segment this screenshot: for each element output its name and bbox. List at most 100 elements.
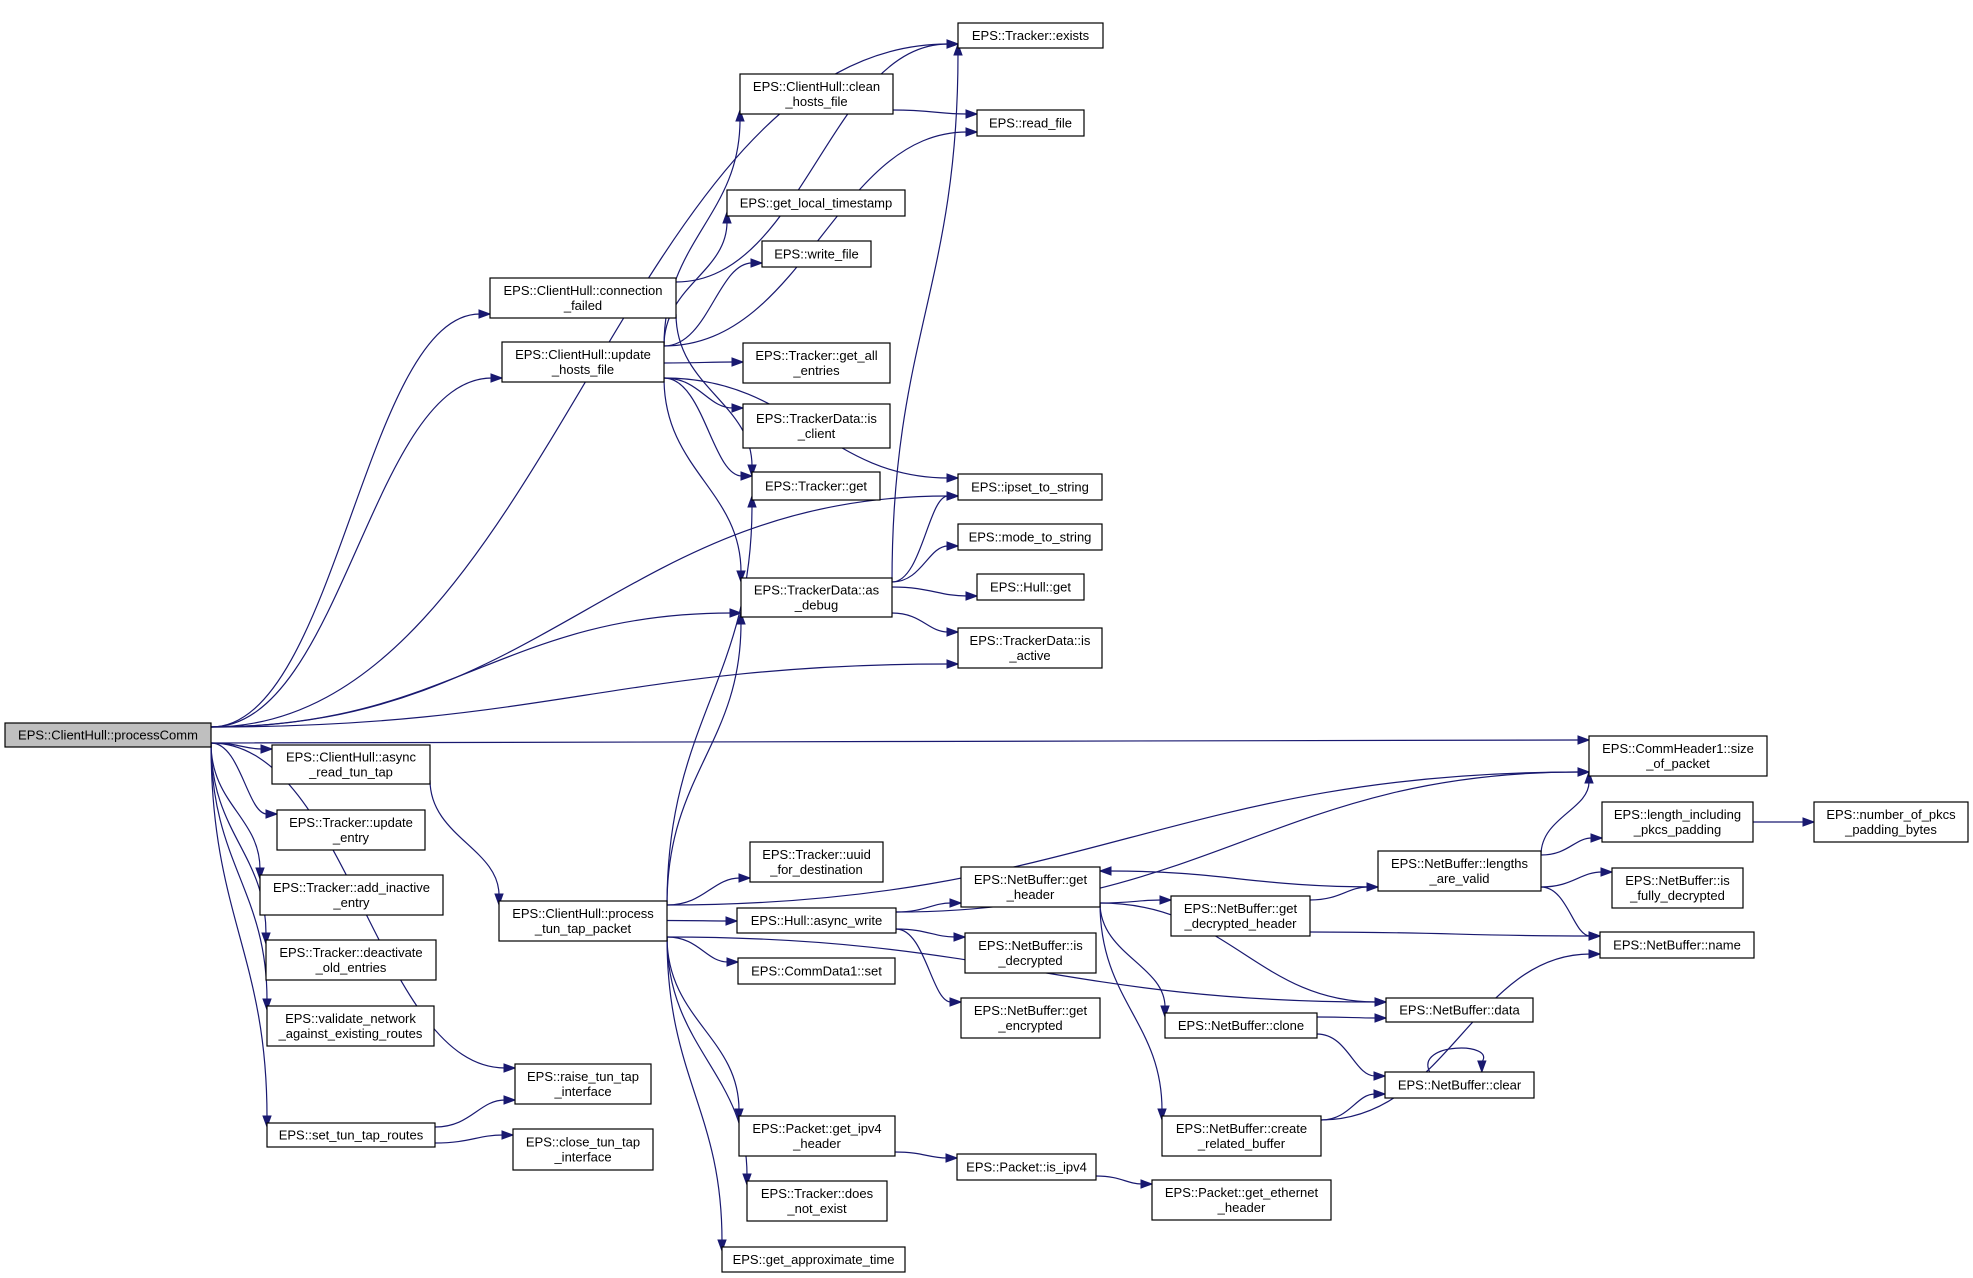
node-does-not-exist[interactable]: EPS::Tracker::does_not_exist xyxy=(746,1180,888,1222)
node-box[interactable] xyxy=(1164,1012,1318,1039)
node-box[interactable] xyxy=(956,1153,1097,1181)
node-hull-async-write[interactable]: EPS::Hull::async_write xyxy=(736,907,897,934)
node-update-hosts-file[interactable]: EPS::ClientHull::update_hosts_file xyxy=(501,341,665,383)
node-mode-to-string[interactable]: EPS::mode_to_string xyxy=(957,523,1103,551)
node-get-approximate-time[interactable]: EPS::get_approximate_time xyxy=(721,1246,906,1273)
node-box[interactable] xyxy=(976,573,1085,601)
arrowhead-icon xyxy=(501,1130,515,1140)
node-raise-tun-tap[interactable]: EPS::raise_tun_tap_interface xyxy=(514,1063,652,1105)
node-uuid-for-destination[interactable]: EPS::Tracker::uuid_for_destination xyxy=(749,841,884,883)
node-box[interactable] xyxy=(265,939,437,981)
node-process-tun-tap-packet[interactable]: EPS::ClientHull::process_tun_tap_packet xyxy=(498,900,668,942)
node-box[interactable] xyxy=(739,73,894,115)
node-nb-get-encrypted[interactable]: EPS::NetBuffer::get_encrypted xyxy=(960,997,1101,1039)
node-nb-data[interactable]: EPS::NetBuffer::data xyxy=(1385,997,1534,1023)
node-box[interactable] xyxy=(1611,867,1744,909)
node-box[interactable] xyxy=(746,1180,888,1222)
edge-line xyxy=(663,377,742,573)
node-nb-create-related-buffer[interactable]: EPS::NetBuffer::create_related_buffer xyxy=(1161,1115,1322,1157)
node-box[interactable] xyxy=(1377,850,1542,892)
node-box[interactable] xyxy=(1601,801,1754,843)
node-nb-get-decrypted-header[interactable]: EPS::NetBuffer::get_decrypted_header xyxy=(1170,895,1311,937)
node-async-read-tun-tap[interactable]: EPS::ClientHull::async_read_tun_tap xyxy=(271,744,431,785)
node-read-file[interactable]: EPS::read_file xyxy=(976,109,1085,137)
node-box[interactable] xyxy=(964,932,1097,974)
node-deactivate-old-entries[interactable]: EPS::Tracker::deactivate_old_entries xyxy=(265,939,437,981)
arrowhead-icon xyxy=(1600,867,1614,877)
node-close-tun-tap[interactable]: EPS::close_tun_tap_interface xyxy=(512,1128,654,1171)
node-validate-network[interactable]: EPS::validate_network_against_existing_r… xyxy=(266,1005,435,1047)
node-box[interactable] xyxy=(1151,1179,1332,1221)
node-nb-name[interactable]: EPS::NetBuffer::name xyxy=(1599,931,1755,959)
node-box[interactable] xyxy=(721,1246,906,1273)
node-box[interactable] xyxy=(259,874,444,916)
node-update-entry[interactable]: EPS::Tracker::update_entry xyxy=(276,809,426,851)
node-box[interactable] xyxy=(960,866,1101,908)
node-nb-lengths-are-valid[interactable]: EPS::NetBuffer::lengths_are_valid xyxy=(1377,850,1542,892)
node-label: EPS::Tracker::uuid xyxy=(762,847,871,862)
node-write-file[interactable]: EPS::write_file xyxy=(761,240,872,268)
node-nb-is-decrypted[interactable]: EPS::NetBuffer::is_decrypted xyxy=(964,932,1097,974)
node-add-inactive-entry[interactable]: EPS::Tracker::add_inactive_entry xyxy=(259,874,444,916)
node-box[interactable] xyxy=(957,523,1103,551)
node-box[interactable] xyxy=(957,627,1103,669)
node-ipset-to-string[interactable]: EPS::ipset_to_string xyxy=(957,473,1103,501)
node-box[interactable] xyxy=(976,109,1085,137)
node-box[interactable] xyxy=(514,1063,652,1105)
node-connection-failed[interactable]: EPS::ClientHull::connection_failed xyxy=(489,277,677,319)
node-length-including-pkcs[interactable]: EPS::length_including_pkcs_padding xyxy=(1601,801,1754,843)
node-box[interactable] xyxy=(489,277,677,319)
node-get-local-timestamp[interactable]: EPS::get_local_timestamp xyxy=(726,189,906,217)
node-box[interactable] xyxy=(751,471,881,501)
node-box[interactable] xyxy=(957,22,1104,49)
node-box[interactable] xyxy=(742,403,891,449)
node-box[interactable] xyxy=(498,900,668,942)
node-box[interactable] xyxy=(738,1115,896,1157)
node-box[interactable] xyxy=(1161,1115,1322,1157)
node-box[interactable] xyxy=(512,1128,654,1171)
node-number-of-pkcs[interactable]: EPS::number_of_pkcs_padding_bytes xyxy=(1813,801,1969,843)
node-box[interactable] xyxy=(266,1005,435,1047)
node-commdata1-set[interactable]: EPS::CommData1::set xyxy=(737,957,896,985)
node-box[interactable] xyxy=(1588,735,1768,777)
node-box[interactable] xyxy=(1813,801,1969,843)
node-clean-hosts-file[interactable]: EPS::ClientHull::clean_hosts_file xyxy=(739,73,894,115)
edges-layer xyxy=(210,39,1816,1253)
node-box[interactable] xyxy=(960,997,1101,1039)
node-processComm[interactable]: EPS::ClientHull::processComm xyxy=(4,722,212,748)
node-box[interactable] xyxy=(726,189,906,217)
node-nb-clone[interactable]: EPS::NetBuffer::clone xyxy=(1164,1012,1318,1039)
node-box[interactable] xyxy=(1170,895,1311,937)
node-box[interactable] xyxy=(266,1122,436,1148)
node-get-ethernet-header[interactable]: EPS::Packet::get_ethernet_header xyxy=(1151,1179,1332,1221)
node-box[interactable] xyxy=(501,341,665,383)
node-box[interactable] xyxy=(737,957,896,985)
node-box[interactable] xyxy=(4,722,212,748)
edge-line xyxy=(663,131,968,347)
node-box[interactable] xyxy=(740,577,893,618)
node-box[interactable] xyxy=(742,342,891,384)
node-box[interactable] xyxy=(276,809,426,851)
node-box[interactable] xyxy=(749,841,884,883)
node-tracker-exists[interactable]: EPS::Tracker::exists xyxy=(957,22,1104,49)
node-box[interactable] xyxy=(271,744,431,785)
node-is-ipv4[interactable]: EPS::Packet::is_ipv4 xyxy=(956,1153,1097,1181)
node-box[interactable] xyxy=(736,907,897,934)
node-get-all-entries[interactable]: EPS::Tracker::get_all_entries xyxy=(742,342,891,384)
node-box[interactable] xyxy=(957,473,1103,501)
node-nb-is-fully-decrypted[interactable]: EPS::NetBuffer::is_fully_decrypted xyxy=(1611,867,1744,909)
node-get-ipv4-header[interactable]: EPS::Packet::get_ipv4_header xyxy=(738,1115,896,1157)
node-hull-get[interactable]: EPS::Hull::get xyxy=(976,573,1085,601)
node-box[interactable] xyxy=(1385,997,1534,1023)
node-is-active[interactable]: EPS::TrackerData::is_active xyxy=(957,627,1103,669)
node-size-of-packet[interactable]: EPS::CommHeader1::size_of_packet xyxy=(1588,735,1768,777)
node-set-tun-tap-routes[interactable]: EPS::set_tun_tap_routes xyxy=(266,1122,436,1148)
node-is-client[interactable]: EPS::TrackerData::is_client xyxy=(742,403,891,449)
node-box[interactable] xyxy=(1599,931,1755,959)
node-tracker-get[interactable]: EPS::Tracker::get xyxy=(751,471,881,501)
node-box[interactable] xyxy=(1384,1071,1535,1099)
node-as-debug[interactable]: EPS::TrackerData::as_debug xyxy=(740,577,893,618)
node-box[interactable] xyxy=(761,240,872,268)
node-nb-clear[interactable]: EPS::NetBuffer::clear xyxy=(1384,1071,1535,1099)
node-nb-get-header[interactable]: EPS::NetBuffer::get_header xyxy=(960,866,1101,908)
